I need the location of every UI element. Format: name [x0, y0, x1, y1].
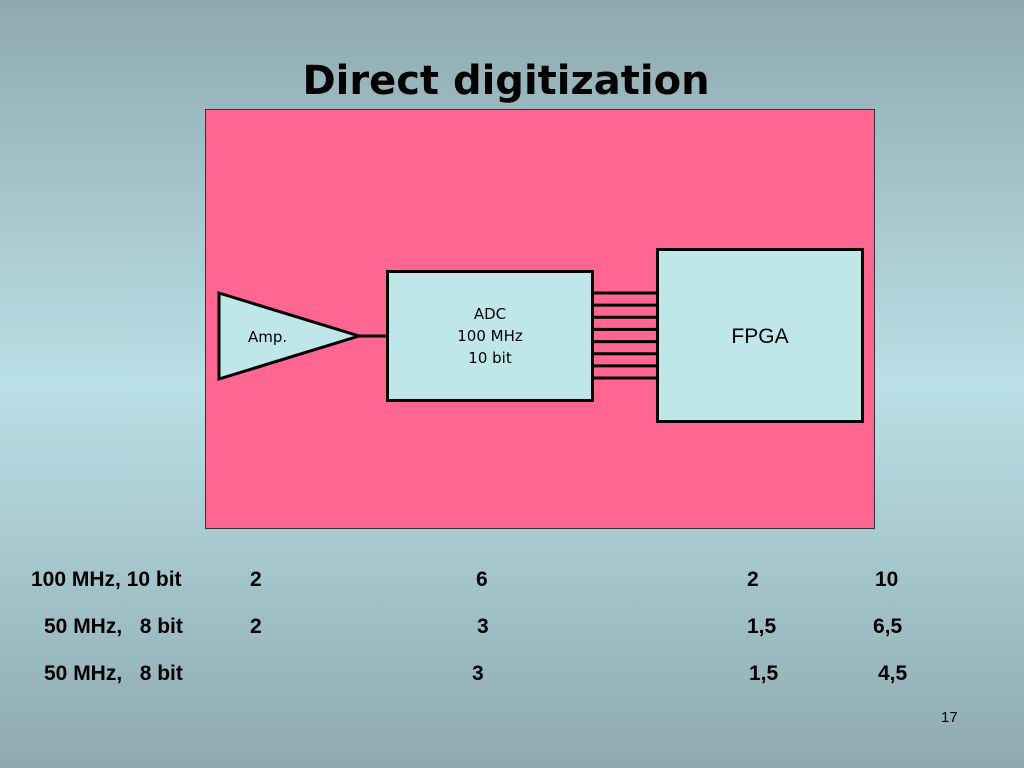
block-diagram-panel: Amp. ADC 100 MHz 10 bit FPGA [205, 109, 875, 529]
amplifier-triangle [217, 290, 365, 382]
adc-label-line: 100 MHz [457, 327, 523, 345]
page-number: 17 [941, 709, 958, 726]
row-value: 3 [477, 615, 489, 638]
table-row: 50 MHz, 8 bit 2 3 1,5 6,5 [0, 615, 1024, 645]
fpga-label: FPGA [731, 325, 789, 348]
adc-label-line: ADC [473, 305, 507, 323]
row-value: 2 [250, 568, 262, 591]
amp-label: Amp. [248, 328, 288, 346]
row-value: 2 [747, 568, 759, 591]
row-value: 6 [476, 568, 488, 591]
row-value: 10 [875, 568, 899, 591]
slide-title: Direct digitization [302, 58, 710, 104]
diagram-connections [217, 290, 656, 382]
row-value: 1,5 [747, 615, 777, 638]
row-config: 50 MHz, 8 bit [44, 615, 183, 638]
row-value: 1,5 [749, 662, 779, 685]
adc-to-fpga-bus [594, 291, 656, 380]
row-value: 2 [250, 615, 262, 638]
table-row: 100 MHz, 10 bit 2 6 2 10 [0, 568, 1024, 598]
adc-label-line: 10 bit [468, 349, 512, 367]
row-value: 6,5 [873, 615, 903, 638]
row-config: 100 MHz, 10 bit [31, 568, 182, 591]
adc-block: ADC 100 MHz 10 bit [386, 270, 594, 402]
row-value: 4,5 [878, 662, 908, 685]
row-config: 50 MHz, 8 bit [44, 662, 183, 685]
fpga-block: FPGA [656, 248, 864, 423]
table-row: 50 MHz, 8 bit 3 1,5 4,5 [0, 662, 1024, 692]
row-value: 3 [472, 662, 484, 685]
